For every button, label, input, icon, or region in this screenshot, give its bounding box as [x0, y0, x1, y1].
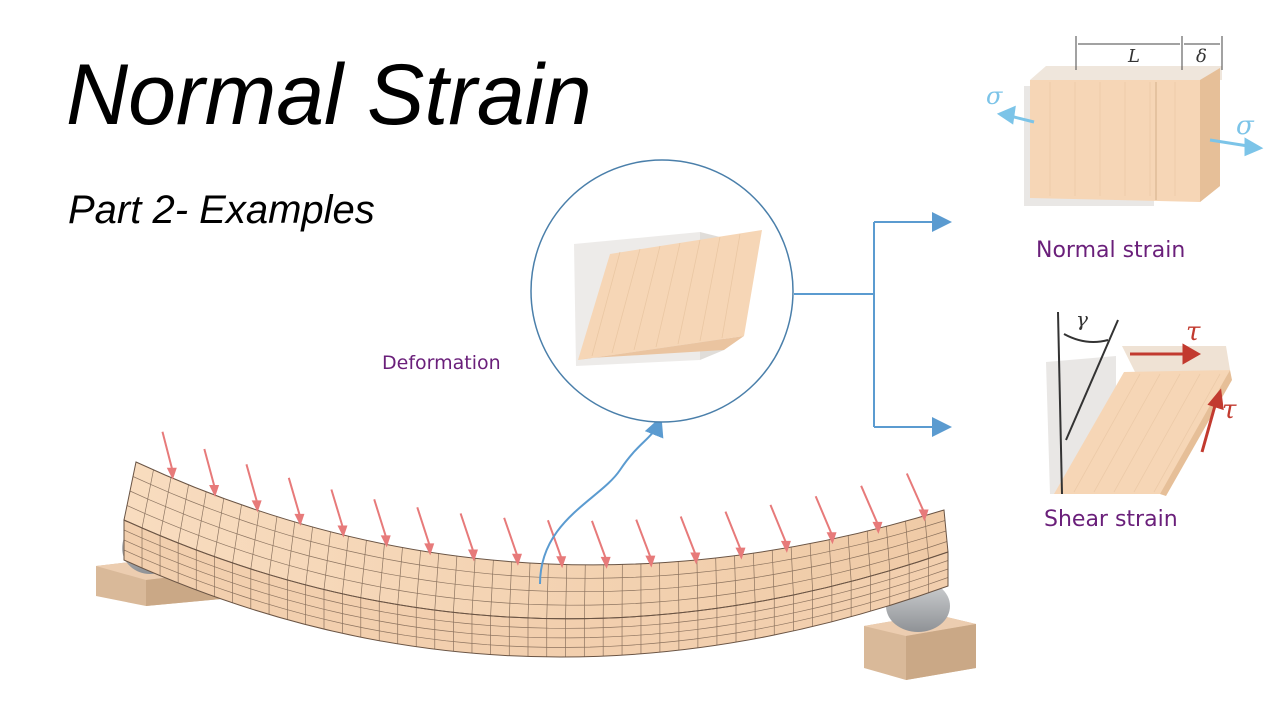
bent-beam	[124, 462, 948, 657]
delta-symbol: δ	[1196, 46, 1207, 67]
shear-strain-block	[1046, 312, 1232, 496]
tau-top-symbol: τ	[1186, 317, 1201, 347]
load-arrow	[289, 478, 301, 518]
zoom-circle	[531, 160, 793, 422]
load-arrow	[331, 490, 343, 530]
load-arrow	[504, 518, 518, 558]
shear-strain-label: Shear strain	[1044, 507, 1178, 532]
load-arrow	[861, 486, 878, 526]
tau-right-symbol: τ	[1222, 395, 1237, 425]
sigma-right-symbol: σ	[1236, 111, 1255, 141]
load-arrow	[681, 517, 697, 557]
gamma-symbol: γ	[1076, 307, 1088, 331]
load-arrow	[461, 513, 474, 553]
branch-connector	[794, 222, 948, 427]
length-symbol: L	[1127, 46, 1140, 67]
load-arrow	[374, 499, 387, 539]
load-arrow	[417, 507, 430, 547]
load-arrow	[770, 505, 786, 545]
load-arrow	[162, 432, 172, 472]
load-arrow	[816, 496, 833, 536]
deformation-label: Deformation	[382, 352, 501, 374]
normal-strain-label: Normal strain	[1036, 238, 1185, 263]
load-arrow	[246, 464, 257, 504]
load-arrow	[636, 520, 651, 560]
sigma-left-symbol: σ	[986, 82, 1003, 110]
load-arrow	[592, 521, 607, 561]
load-arrow	[907, 474, 925, 514]
load-arrow	[725, 512, 741, 552]
load-arrow	[204, 449, 215, 489]
